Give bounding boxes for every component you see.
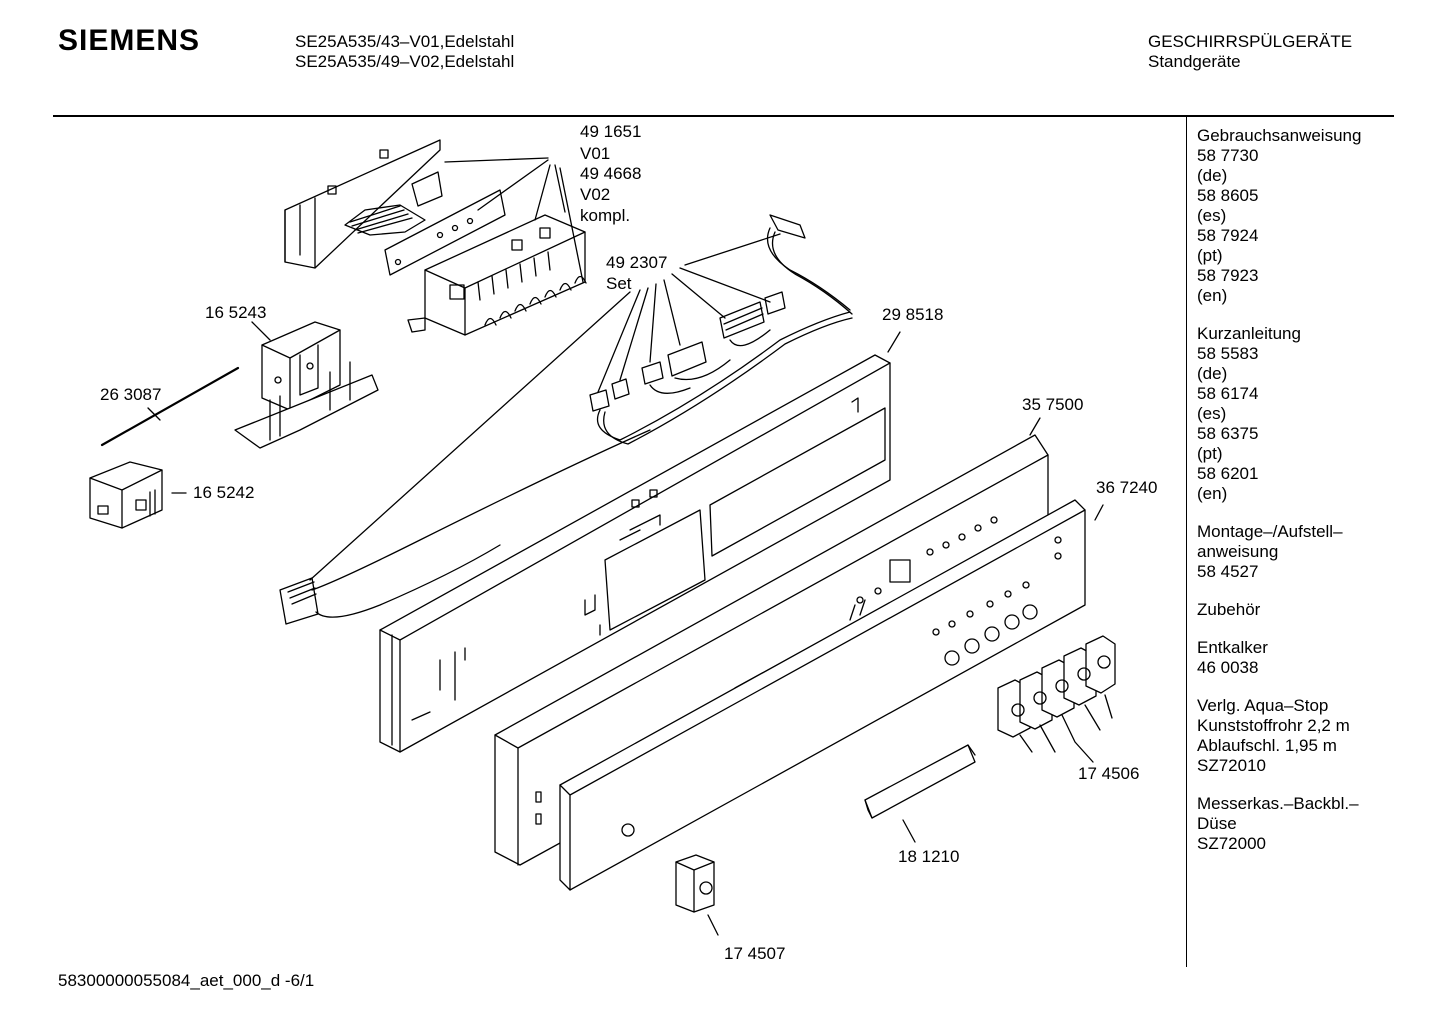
category-line: Standgeräte xyxy=(1148,52,1241,71)
label-491651-line: 49 4668 xyxy=(580,164,641,183)
sidebar-line: 58 7923 xyxy=(1197,266,1259,285)
brand-logo: SIEMENS xyxy=(58,24,201,57)
leader-491651 xyxy=(444,157,584,283)
sidebar-line: 58 8605 xyxy=(1197,186,1259,205)
buttons-174506-drawing xyxy=(997,635,1116,738)
label-181210: 18 1210 xyxy=(898,847,959,866)
switch-165242-drawing xyxy=(89,461,163,529)
label-174506: 17 4506 xyxy=(1078,764,1139,783)
label-165242: 16 5242 xyxy=(193,483,254,502)
sidebar-line: 58 5583 xyxy=(1197,344,1259,363)
sidebar-line: 58 6201 xyxy=(1197,464,1259,483)
leader-298518 xyxy=(887,331,901,353)
leader-174506 xyxy=(1019,694,1113,763)
model-line: SE25A535/43–V01,Edelstahl xyxy=(295,32,515,51)
category-line: GESCHIRRSPÜLGERÄTE xyxy=(1148,32,1353,51)
sidebar-line: 58 6375 xyxy=(1197,424,1259,443)
label-492307-line: Set xyxy=(606,274,632,293)
label-491651-line: V01 xyxy=(580,144,610,163)
sidebar-line: (es) xyxy=(1197,404,1227,423)
sidebar-line: Verlg. Aqua–Stop xyxy=(1197,696,1329,715)
sidebar-line: (de) xyxy=(1197,166,1228,185)
sidebar-line: 58 4527 xyxy=(1197,562,1259,581)
strip-181210-drawing xyxy=(864,744,976,819)
wiring-harness-drawing xyxy=(279,214,853,625)
sidebar-line: Düse xyxy=(1197,814,1237,833)
sidebar-line: (en) xyxy=(1197,286,1228,305)
sidebar-line: anweisung xyxy=(1197,542,1279,561)
sidebar-line: 46 0038 xyxy=(1197,658,1259,677)
model-line: SE25A535/49–V02,Edelstahl xyxy=(295,52,515,71)
leader-181210 xyxy=(902,819,916,843)
label-491651-line: V02 xyxy=(580,185,610,204)
rod-263087-drawing xyxy=(100,366,240,447)
sidebar-line: Messerkas.–Backbl.– xyxy=(1197,794,1359,813)
leader-174507 xyxy=(707,914,719,936)
sidebar-divider xyxy=(1186,116,1187,967)
document-id: 58300000055084_aet_000_d -6/1 xyxy=(58,971,315,990)
sidebar-line: Entkalker xyxy=(1197,638,1268,657)
control-module-drawing xyxy=(284,139,587,336)
sidebar-line: (pt) xyxy=(1197,444,1223,463)
leader-492307 xyxy=(309,233,781,581)
sidebar-line: SZ72010 xyxy=(1197,756,1266,775)
bracket-165243-drawing xyxy=(234,321,379,449)
category-heading: GESCHIRRSPÜLGERÄTE Standgeräte xyxy=(1148,32,1352,72)
label-165243: 16 5243 xyxy=(205,303,266,322)
frame-298518-drawing xyxy=(379,354,891,753)
label-263087: 26 3087 xyxy=(100,385,161,404)
leader-367240 xyxy=(1094,504,1104,521)
label-174507: 17 4507 xyxy=(724,944,785,963)
sidebar-line: Zubehör xyxy=(1197,600,1261,619)
leader-357500 xyxy=(1029,417,1041,436)
sidebar-line: Montage–/Aufstell– xyxy=(1197,522,1343,541)
sidebar-line: (es) xyxy=(1197,206,1227,225)
label-357500: 35 7500 xyxy=(1022,395,1083,414)
sidebar-line: SZ72000 xyxy=(1197,834,1266,853)
leader-165243 xyxy=(251,321,271,341)
top-rule xyxy=(53,115,1394,117)
sidebar-line: (en) xyxy=(1197,484,1228,503)
fascia-367240-drawing xyxy=(559,499,1086,891)
label-491651-line: 49 1651 xyxy=(580,122,641,141)
sidebar-line: 58 7924 xyxy=(1197,226,1259,245)
sidebar-line: Ablaufschl. 1,95 m xyxy=(1197,736,1337,755)
sidebar-line: (pt) xyxy=(1197,246,1223,265)
label-367240: 36 7240 xyxy=(1096,478,1157,497)
sidebar-line: 58 6174 xyxy=(1197,384,1259,403)
sidebar-group: Zubehör xyxy=(1197,600,1387,620)
model-list: SE25A535/43–V01,Edelstahl SE25A535/49–V0… xyxy=(295,32,514,72)
sidebar-line: Gebrauchsanweisung xyxy=(1197,126,1362,145)
knob-174507-drawing xyxy=(675,854,715,913)
sidebar-line: (de) xyxy=(1197,364,1228,383)
label-298518: 29 8518 xyxy=(882,305,943,324)
sidebar-line: Kunststoffrohr 2,2 m xyxy=(1197,716,1350,735)
sidebar-line: 58 7730 xyxy=(1197,146,1259,165)
sidebar-line: Kurzanleitung xyxy=(1197,324,1301,343)
label-492307-line: 49 2307 xyxy=(606,253,667,272)
label-491651-line: kompl. xyxy=(580,206,630,225)
exploded-parts-diagram: 49 1651 V01 49 4668 V02 kompl. 49 2307 S… xyxy=(89,122,1157,963)
leader-263087 xyxy=(147,407,161,421)
